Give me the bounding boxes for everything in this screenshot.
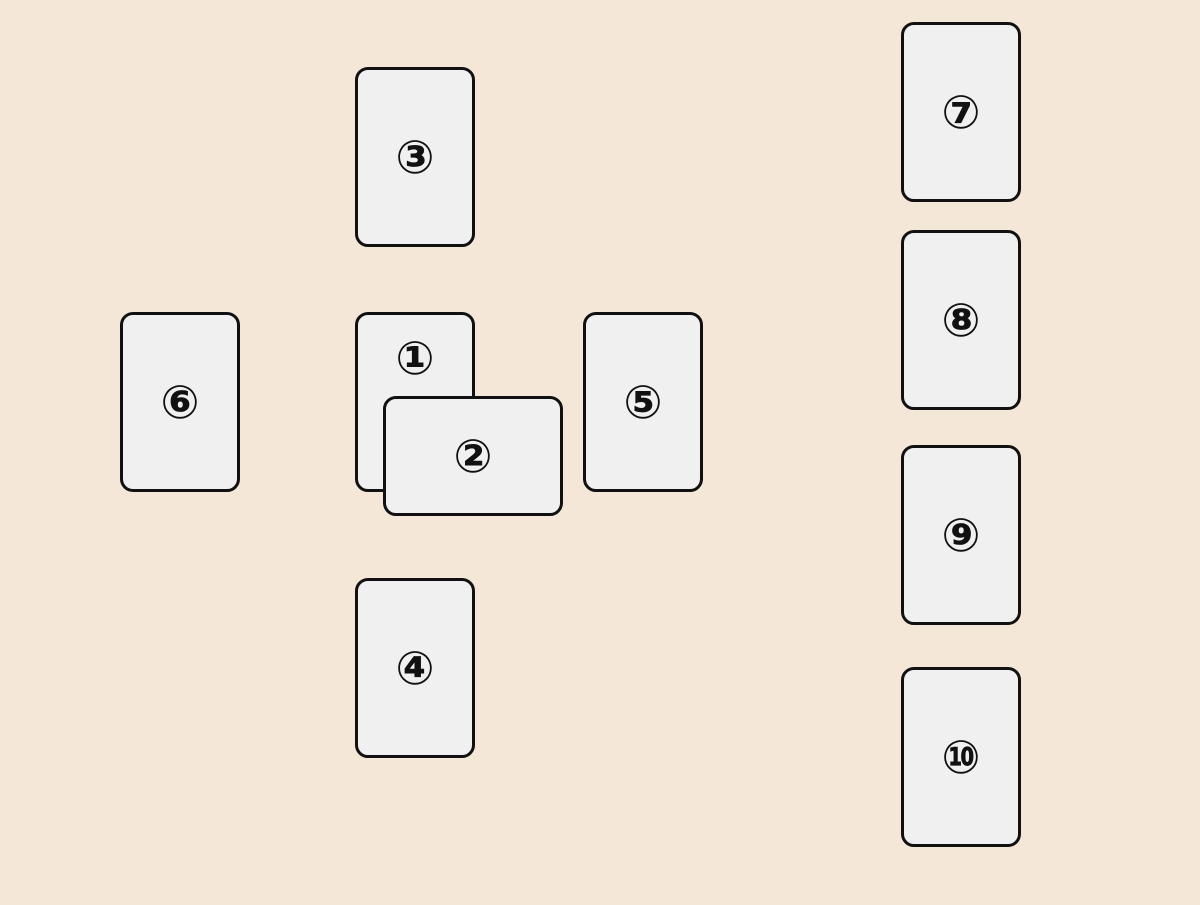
card-position-5[interactable]: ⑤ [583, 312, 703, 492]
card-position-7[interactable]: ⑦ [901, 22, 1021, 202]
card-position-10[interactable]: ⑩ [901, 667, 1021, 847]
card-position-9[interactable]: ⑨ [901, 445, 1021, 625]
card-number-1: ① [395, 331, 435, 385]
card-position-6[interactable]: ⑥ [120, 312, 240, 492]
card-number-6: ⑥ [160, 375, 200, 429]
card-number-4: ④ [395, 641, 435, 695]
card-position-2[interactable]: ② [383, 396, 563, 516]
card-number-8: ⑧ [941, 293, 981, 347]
card-position-8[interactable]: ⑧ [901, 230, 1021, 410]
card-number-3: ③ [395, 130, 435, 184]
card-number-10: ⑩ [941, 730, 981, 784]
card-position-3[interactable]: ③ [355, 67, 475, 247]
card-position-4[interactable]: ④ [355, 578, 475, 758]
card-number-9: ⑨ [941, 508, 981, 562]
card-number-7: ⑦ [941, 85, 981, 139]
card-number-5: ⑤ [623, 375, 663, 429]
card-number-2: ② [453, 429, 493, 483]
